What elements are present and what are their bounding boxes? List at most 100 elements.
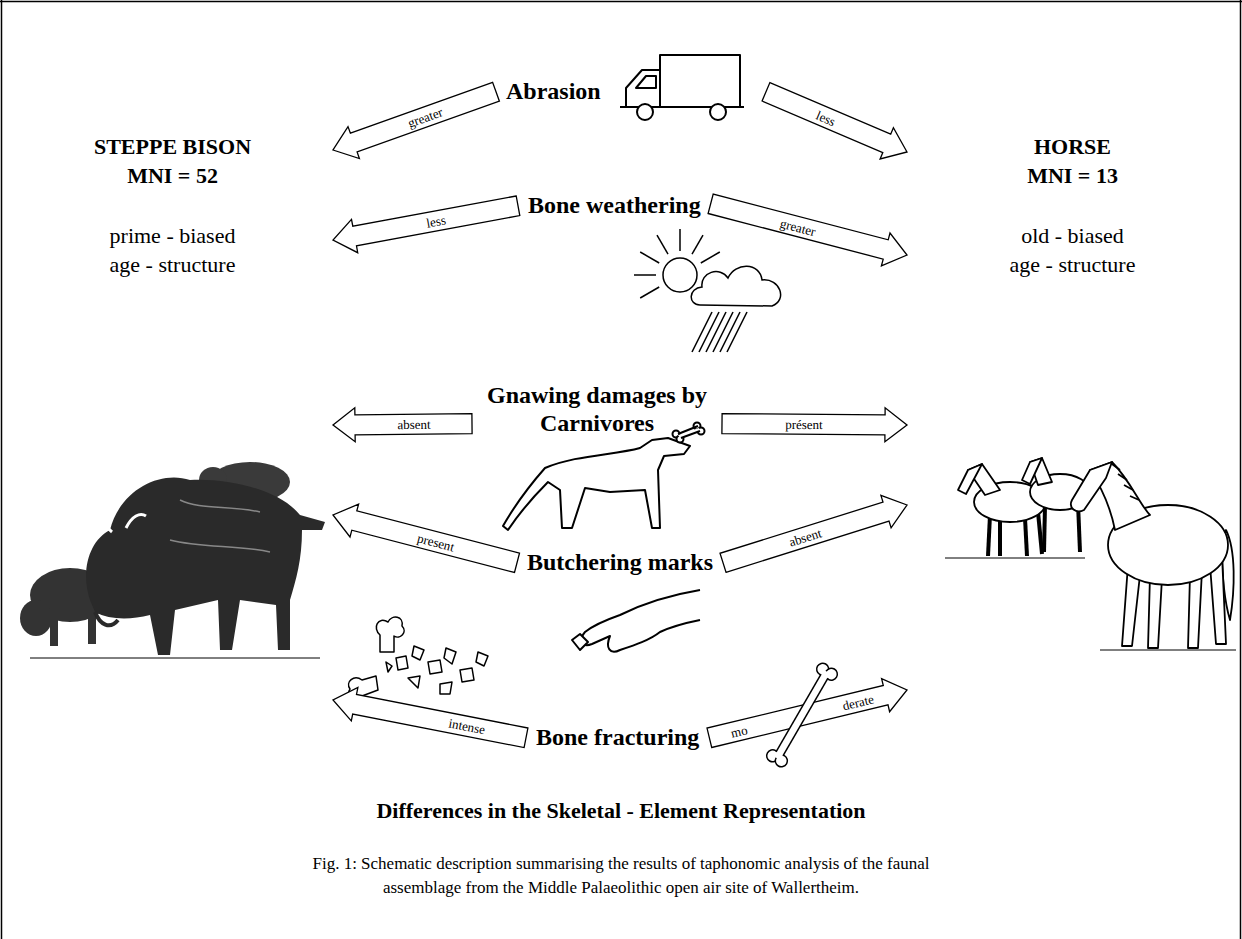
bone-fragments-part: [396, 656, 408, 670]
whole-bone-icon: [764, 661, 839, 769]
bone-fragments-part: [476, 652, 488, 666]
block-arrow: [333, 408, 472, 442]
factor-node: Gnawing damages by Carnivores: [476, 378, 718, 441]
bone-fragments-part: [386, 662, 392, 672]
summary-heading: Differences in the Skeletal - Element Re…: [241, 796, 1001, 827]
whole-bone-icon-part: [783, 678, 828, 756]
weather-icon-part: [679, 229, 681, 251]
arrow-label: less: [424, 213, 449, 230]
whole-bone-icon-part: [776, 674, 821, 752]
whole-bone-icon-part: [774, 670, 831, 761]
arrow-label-holder: absent: [395, 415, 432, 433]
truck-icon: [620, 55, 744, 120]
weather-icon: [634, 229, 781, 352]
carnivore-icon-part: [503, 438, 690, 530]
arrow-label: mo: [727, 722, 750, 739]
block-arrow: [333, 504, 520, 572]
factor-label: Gnawing damages by Carnivores: [482, 382, 712, 437]
figure-frame-part: [1240, 0, 1242, 939]
block-arrow: [333, 196, 520, 253]
figure-caption-holder: Fig. 1: Schematic description summarisin…: [301, 852, 941, 900]
arrow-label: less: [813, 107, 840, 128]
horse-herd-part: [1025, 518, 1027, 556]
summary-heading-holder: Differences in the Skeletal - Element Re…: [241, 796, 1001, 827]
horse-herd-part: [958, 464, 982, 494]
bone-fragments-part: [376, 617, 404, 652]
arrow-label-holder: less: [812, 105, 841, 131]
horse-herd-part: [1112, 464, 1139, 500]
arrow-label-holder: présent: [783, 415, 825, 433]
hand-icon-part: [572, 634, 588, 650]
horse-herd-part: [998, 518, 1002, 556]
bison-herd-part: [30, 658, 320, 659]
taxon-group: HORSE MNI = 13old - biased age - structu…: [910, 125, 1235, 725]
horse-herd-part: [1148, 575, 1162, 648]
arrow-label: derate: [840, 692, 878, 713]
carnivore-icon: [503, 423, 705, 531]
bone-fragments-part: [440, 682, 452, 694]
horse-herd-part: [1044, 505, 1045, 552]
weather-icon-part: [701, 252, 720, 263]
bison-herd-part: [170, 540, 270, 552]
bison-herd-part: [95, 612, 118, 625]
figure-frame-part: [0, 1, 1242, 3]
bone-fragments-part: [428, 660, 442, 674]
truck-icon-part: [710, 104, 726, 120]
arrow-label: présent: [783, 418, 825, 431]
taxon-heading: STEPPE BISON MNI = 52: [83, 133, 263, 190]
truck-icon-part: [637, 104, 653, 120]
arrow-label: present: [414, 531, 457, 554]
block-arrow: [333, 688, 528, 748]
truck-icon-part: [626, 70, 660, 107]
block-arrow: [722, 408, 907, 442]
horse-herd-part: [1071, 462, 1112, 511]
bone-fragments-part: [444, 648, 456, 664]
bone-fragments-part: [460, 668, 474, 682]
arrow-label: absent: [785, 526, 824, 550]
figure-caption: Fig. 1: Schematic description summarisin…: [301, 852, 941, 900]
factor-label: Bone fracturing: [536, 724, 699, 752]
weather-icon-part: [634, 274, 656, 276]
factor-node: Abrasion: [500, 74, 762, 110]
bison-herd-part: [102, 503, 112, 532]
arrow-label-holder: greater: [777, 213, 820, 241]
weather-icon-part: [640, 287, 659, 298]
weather-icon-part: [657, 235, 668, 254]
factor-label: Bone weathering: [528, 192, 701, 220]
bison-herd-part: [50, 608, 58, 646]
age-structure-text: prime - biased age - structure: [103, 222, 243, 279]
horse-herd-part: [1100, 650, 1236, 651]
bison-herd-part: [180, 500, 260, 512]
factor-label: Butchering marks: [527, 549, 713, 577]
taxon-group: STEPPE BISON MNI = 52 prime - biased age …: [15, 125, 330, 725]
arrow-label-holder: less: [423, 210, 449, 232]
bison-herd-part: [86, 477, 325, 655]
factor-label: Abrasion: [506, 78, 756, 106]
age-structure-text: old - biased age - structure: [1006, 222, 1140, 279]
bone-fragments-part: [412, 646, 424, 660]
bison-herd-part: [88, 606, 96, 644]
horse-herd: [945, 458, 1236, 650]
arrow-label-holder: derate: [839, 689, 878, 715]
hand-icon: [572, 590, 700, 652]
bison-herd-part: [126, 515, 146, 529]
arrow-label-holder: absent: [784, 523, 825, 551]
hand-icon-part: [581, 590, 700, 652]
bone-fragments-part: [408, 676, 420, 688]
truck-icon-part: [636, 76, 656, 88]
block-arrow: [720, 495, 907, 572]
factor-node: Butchering marks: [521, 545, 719, 581]
factor-node: Bone weathering: [522, 188, 707, 224]
arrow-label: absent: [395, 418, 432, 431]
weather-icon-part: [691, 266, 780, 306]
bison-herd: [20, 462, 325, 658]
horse-herd-part: [945, 558, 1085, 559]
arrow-label: greater: [777, 216, 819, 239]
factor-node: Bone fracturing: [530, 720, 705, 756]
arrow-label: greater: [404, 105, 446, 131]
horse-herd-part: [988, 515, 990, 556]
arrow-label-holder: mo: [726, 720, 750, 742]
truck-icon-part: [660, 55, 740, 107]
